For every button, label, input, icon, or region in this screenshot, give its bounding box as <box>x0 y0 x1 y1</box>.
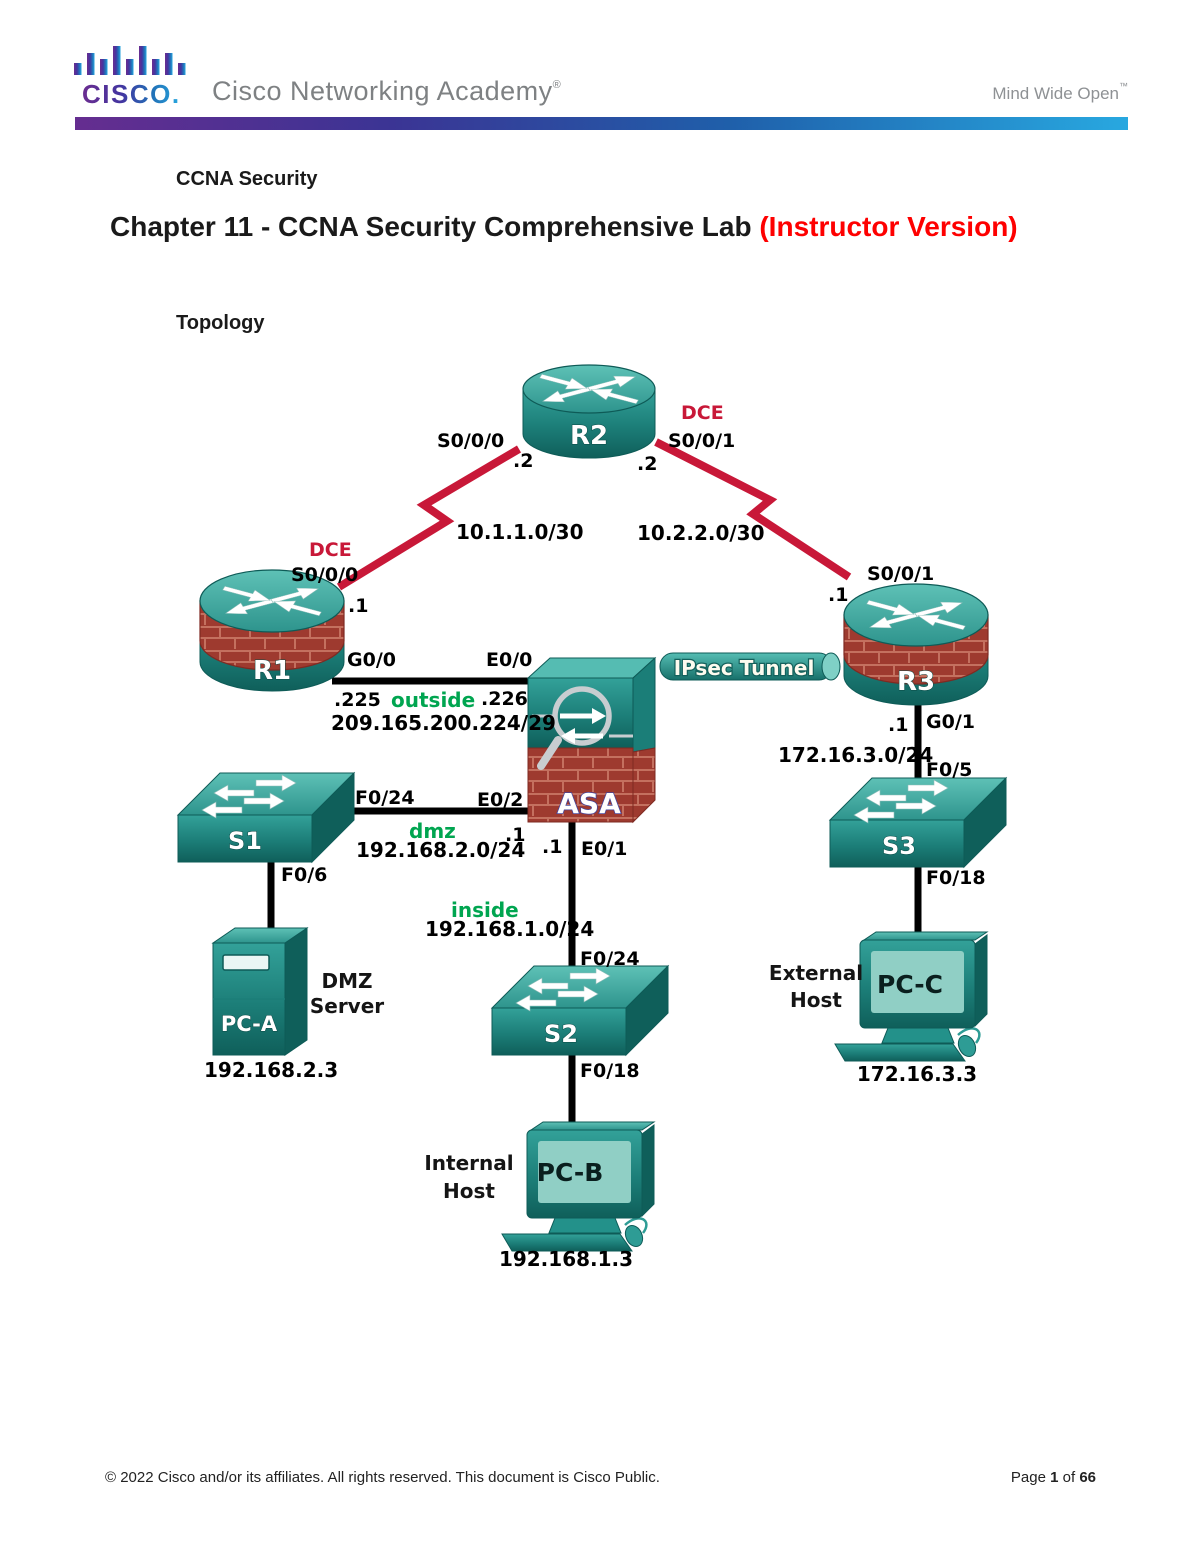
label-outside-net: 209.165.200.224/29 <box>331 711 556 735</box>
cisco-logo-text: CISCO. <box>82 79 181 108</box>
course-kicker: CCNA Security <box>176 168 318 190</box>
page-title: Chapter 11 - CCNA Security Comprehensive… <box>110 204 1050 250</box>
caption-pcc-line2: Host <box>790 988 842 1012</box>
caption-pca-line1: DMZ <box>321 969 372 993</box>
label-s3-f018: F0/18 <box>926 867 986 889</box>
tagline-trademark: ™ <box>1119 81 1128 92</box>
ip-label-pcc: 172.16.3.3 <box>857 1062 977 1086</box>
label-r2-s000: S0/0/0 <box>437 430 504 452</box>
label-r3-g01-addr: .1 <box>888 714 908 736</box>
brand-text: Cisco Networking Academy® <box>212 76 561 107</box>
topology-devices <box>178 365 1006 1253</box>
asa-firewall-icon <box>526 656 657 824</box>
device-label-r3: R3 <box>897 667 935 697</box>
topology-diagram: DCE S0/0/0 .2 S0/0/1 .2 10.1.1.0/30 10.2… <box>0 350 1200 1271</box>
footer-page-number: 1 <box>1050 1469 1059 1486</box>
label-r3-g01: G0/1 <box>926 711 975 733</box>
magnifier-icon <box>532 686 633 770</box>
label-r2-s000-addr: .2 <box>513 450 533 472</box>
caption-pcc-line1: External <box>769 961 863 985</box>
label-r2-dce: DCE <box>681 402 724 424</box>
cisco-logo-bars-icon <box>74 46 186 75</box>
device-label-s2: S2 <box>544 1020 578 1048</box>
page-title-main: Chapter 11 - CCNA Security Comprehensive… <box>110 211 760 242</box>
label-asa-e02-addr: .1 <box>505 824 525 846</box>
brand-name: Cisco Networking Academy <box>212 76 553 106</box>
label-asa-e01: E0/1 <box>581 838 627 860</box>
header-gradient-divider <box>75 117 1128 130</box>
label-inside-net: 192.168.1.0/24 <box>425 917 594 941</box>
label-r1-s000: S0/0/0 <box>291 564 358 586</box>
label-r2-s001-addr: .2 <box>637 453 657 475</box>
caption-pca-line2: Server <box>310 994 384 1018</box>
footer-copyright: © 2022 Cisco and/or its affiliates. All … <box>105 1469 660 1486</box>
label-s2-f018: F0/18 <box>580 1060 640 1082</box>
label-net-10-2-2-0: 10.2.2.0/30 <box>637 521 765 545</box>
label-net-10-1-1-0: 10.1.1.0/30 <box>456 520 584 544</box>
footer-page-total: 66 <box>1079 1469 1096 1486</box>
device-label-s1: S1 <box>228 827 262 855</box>
label-dmz-net: 192.168.2.0/24 <box>356 838 525 862</box>
device-label-pca: PC-A <box>221 1012 278 1036</box>
label-asa-e01-addr: .1 <box>542 836 562 858</box>
label-ipsec-tunnel: IPsec Tunnel <box>674 656 815 680</box>
caption-pcb-line1: Internal <box>424 1151 513 1175</box>
label-outside-zone: outside <box>391 688 475 712</box>
label-s3-f05: F0/5 <box>926 759 972 781</box>
label-dmz-zone: dmz <box>409 819 456 843</box>
switch-s2-icon <box>492 966 668 1055</box>
device-label-r2: R2 <box>570 421 608 451</box>
page-title-highlight: (Instructor Version) <box>759 211 1018 242</box>
tagline-text: Mind Wide Open™ <box>992 81 1128 104</box>
tagline-label: Mind Wide Open <box>992 84 1119 103</box>
ip-label-pcb: 192.168.1.3 <box>499 1247 633 1271</box>
serial-link-r2-r3 <box>654 438 852 581</box>
brand-registered-mark: ® <box>552 79 562 91</box>
label-asa-e00-addr: .226 <box>481 688 528 710</box>
footer-page-indicator: Page 1 of 66 <box>1011 1469 1096 1486</box>
device-label-asa: ASA <box>557 787 621 820</box>
label-s2-f024: F0/24 <box>580 948 640 970</box>
label-r3-lan-net: 172.16.3.0/24 <box>778 743 933 767</box>
device-label-pcc: PC-C <box>877 970 943 999</box>
label-s1-f06: F0/6 <box>281 864 327 886</box>
footer-page-word: Page <box>1010 1469 1046 1486</box>
serial-link-r1-r2 <box>336 445 522 591</box>
label-s1-f024: F0/24 <box>355 787 415 809</box>
label-r3-s001-addr: .1 <box>828 584 848 606</box>
footer-of-word: of <box>1062 1469 1076 1486</box>
label-asa-e02: E0/2 <box>477 789 523 811</box>
ip-label-pca: 192.168.2.3 <box>204 1058 338 1082</box>
ipsec-tunnel-cap <box>821 652 841 681</box>
cisco-logo: CISCO. <box>74 46 186 108</box>
switch-s1-icon <box>178 773 354 862</box>
label-r1-s000-addr: .1 <box>348 595 368 617</box>
switch-s3-icon <box>830 778 1006 867</box>
label-r2-s001: S0/0/1 <box>668 430 735 452</box>
device-label-r1: R1 <box>253 656 291 686</box>
label-r1-dce: DCE <box>309 539 352 561</box>
device-label-pcb: PC-B <box>537 1158 604 1187</box>
label-inside-zone: inside <box>451 898 519 922</box>
label-asa-e00: E0/0 <box>486 649 532 671</box>
ipsec-tunnel-icon <box>659 652 841 681</box>
label-r3-s001: S0/0/1 <box>867 563 934 585</box>
label-r1-g00-addr: .225 <box>334 689 381 711</box>
label-r1-g00: G0/0 <box>347 649 396 671</box>
topology-labels: DCE S0/0/0 .2 S0/0/1 .2 10.1.1.0/30 10.2… <box>204 402 986 1271</box>
caption-pcb-line2: Host <box>443 1179 495 1203</box>
topology-heading: Topology <box>176 312 265 334</box>
asa-side-face-brick <box>632 747 656 824</box>
topology-links <box>267 438 922 1145</box>
device-label-s3: S3 <box>882 832 916 860</box>
